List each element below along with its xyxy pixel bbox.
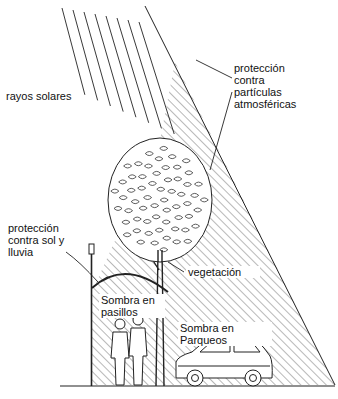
leaf (153, 171, 161, 175)
leaf (119, 180, 127, 184)
leaf (111, 189, 119, 193)
leaf (168, 189, 176, 193)
leaf (183, 202, 191, 206)
lamp-head (89, 244, 94, 254)
leaf (155, 157, 163, 161)
sun-rays (62, 8, 174, 134)
leaf (183, 182, 191, 186)
leaf (114, 206, 122, 210)
leaf (148, 181, 156, 185)
leaf (151, 241, 159, 245)
trunk-top (158, 250, 162, 262)
sun-ray (84, 12, 110, 106)
leaf (162, 220, 170, 224)
leaf (143, 219, 151, 223)
leaf (131, 200, 139, 204)
leaf (125, 209, 133, 213)
tree-canopy (108, 138, 212, 262)
leaf (163, 208, 171, 212)
leaf (145, 231, 153, 235)
label: protección contra partículas atmosférica… (234, 62, 312, 110)
leaf (171, 227, 179, 231)
leaf (137, 240, 145, 244)
leaf (182, 159, 190, 163)
leaf (155, 228, 163, 232)
leaf (134, 162, 142, 166)
leaf (173, 240, 181, 244)
leaf (144, 196, 152, 200)
sun-ray (62, 8, 85, 95)
leaf (144, 164, 152, 168)
people (111, 315, 147, 385)
sun-ray (73, 10, 98, 100)
leaf (192, 224, 200, 228)
leaf (123, 233, 131, 237)
leaf (145, 152, 153, 156)
leaf (177, 192, 185, 196)
leaf (168, 155, 176, 159)
leaf (160, 248, 168, 252)
leaf (119, 196, 127, 200)
leaf (162, 166, 170, 170)
leaf (160, 146, 168, 150)
leaf (122, 220, 130, 224)
leaf (152, 215, 160, 219)
leaf (133, 229, 141, 233)
leaf (138, 186, 146, 190)
shadow-hatch (92, 62, 335, 385)
leaf (157, 187, 165, 191)
leaf (175, 216, 183, 220)
sun-ray (139, 22, 174, 134)
leaf (160, 198, 168, 202)
leaf (174, 177, 182, 181)
leaf (194, 208, 202, 212)
label: vegetación (186, 266, 260, 278)
leaf (124, 164, 132, 168)
leaf (164, 178, 172, 182)
leaf (191, 193, 199, 197)
leaf (127, 188, 135, 192)
label: Sombra en Parqueos (178, 322, 272, 346)
leaf (185, 171, 193, 175)
leaf (163, 236, 171, 240)
leaf-texture (111, 146, 208, 251)
leaf (184, 239, 192, 243)
leaf (138, 175, 146, 179)
label: protección contra sol y lluvia (8, 222, 70, 258)
leaf (200, 198, 208, 202)
walkway-canopy (92, 274, 168, 292)
leaf (128, 175, 136, 179)
sun-ray (95, 14, 123, 112)
leaf (172, 205, 180, 209)
leaf (181, 228, 189, 232)
leaf (185, 214, 193, 218)
leaf (151, 204, 159, 208)
sun-ray (128, 20, 161, 128)
label: rayos solares (6, 90, 86, 102)
leaf (195, 182, 203, 186)
leaf (139, 206, 147, 210)
leaf (133, 217, 141, 221)
leaf (173, 165, 181, 169)
label: Sombra en pasillos (99, 294, 165, 318)
leader-lines (66, 60, 232, 282)
